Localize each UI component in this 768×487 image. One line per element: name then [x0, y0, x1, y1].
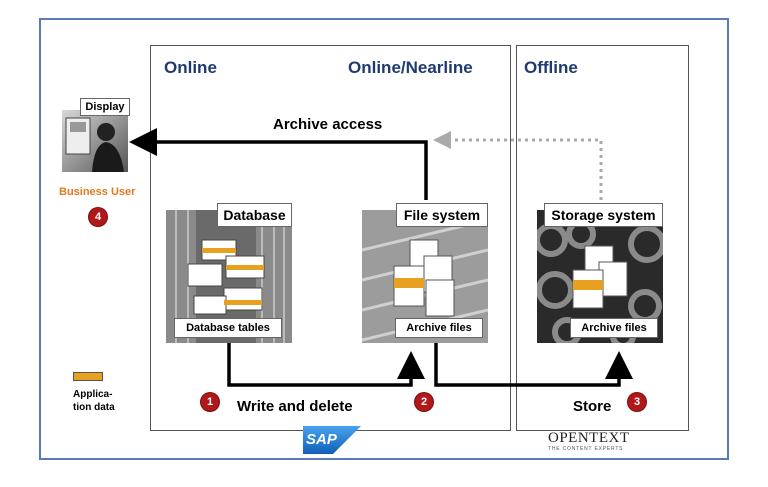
- archive-access-arrow: [129, 128, 428, 200]
- step-4-badge: 4: [89, 208, 107, 226]
- business-user-label: Business User: [59, 186, 136, 198]
- step-1-badge: 1: [201, 393, 219, 411]
- business-user-image: [62, 110, 128, 172]
- storage-access-dotted-arrow: [433, 131, 603, 200]
- database-title: Database: [217, 203, 292, 227]
- archive-access-label: Archive access: [273, 116, 383, 133]
- storage-system-title: Storage system: [544, 203, 663, 227]
- opentext-logo: OPENTEXT THE CONTENT EXPERTS: [548, 430, 648, 456]
- legend-label-line1: Applica-: [73, 389, 113, 400]
- opentext-logo-text: OPENTEXT: [548, 430, 630, 446]
- database-tables-caption: Database tables: [174, 318, 282, 338]
- opentext-tagline: THE CONTENT EXPERTS: [548, 446, 624, 452]
- sap-logo-text: SAP: [306, 431, 337, 448]
- online-nearline-header: Online/Nearline: [348, 58, 473, 77]
- online-header: Online: [164, 58, 217, 77]
- step-2-badge: 2: [415, 393, 433, 411]
- write-delete-arrow: [227, 343, 425, 387]
- application-data-swatch: [73, 372, 103, 381]
- offline-header: Offline: [524, 58, 578, 77]
- file-system-archive-caption: Archive files: [395, 318, 483, 338]
- storage-archive-caption: Archive files: [570, 318, 658, 338]
- legend-label-line2: tion data: [73, 402, 115, 413]
- write-delete-label: Write and delete: [237, 398, 353, 415]
- step-3-badge: 3: [628, 393, 646, 411]
- file-system-title: File system: [396, 203, 488, 227]
- store-label: Store: [573, 398, 612, 415]
- display-label: Display: [80, 98, 130, 116]
- sap-logo: SAP: [303, 426, 361, 454]
- store-arrow: [434, 343, 633, 387]
